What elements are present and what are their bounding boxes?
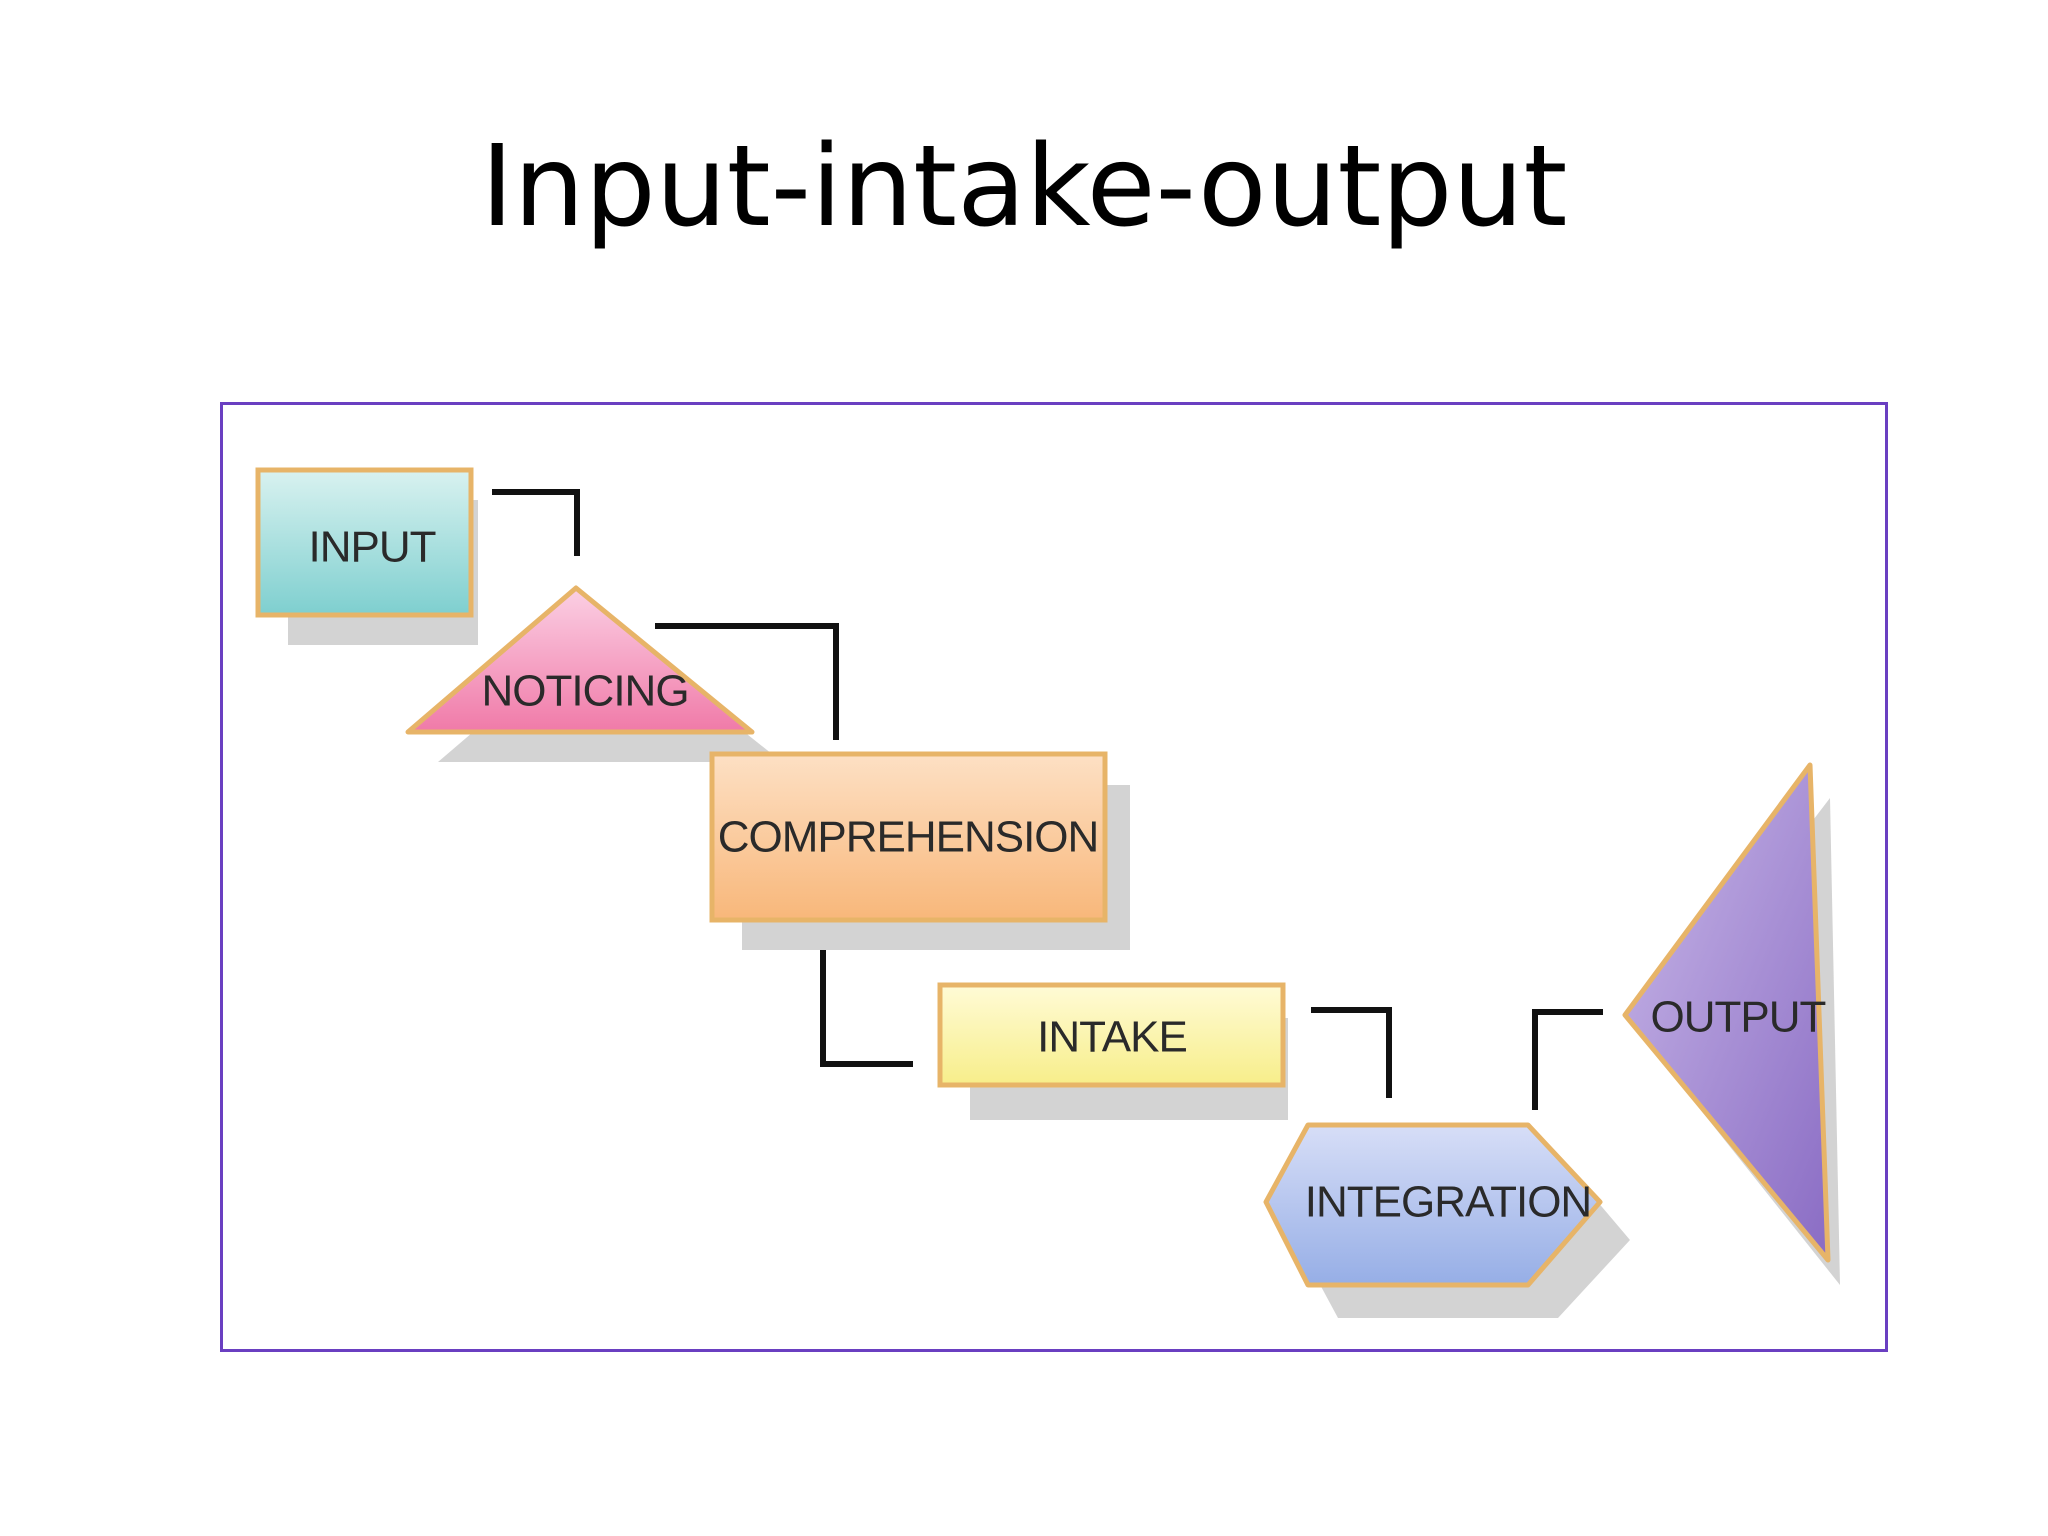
- connector-comprehension-intake: [820, 944, 913, 1067]
- node-intake: INTAKE: [937, 982, 1288, 1120]
- connector-input-noticing: [492, 489, 580, 556]
- node-intake-label: INTAKE: [1037, 1013, 1187, 1062]
- node-noticing-triangle: [405, 585, 755, 735]
- connector-integration-output: [1532, 1009, 1603, 1110]
- node-intake-box: [937, 982, 1286, 1088]
- node-input: INPUT: [255, 467, 478, 645]
- node-integration-label: INTEGRATION: [1305, 1178, 1591, 1227]
- node-noticing-label: NOTICING: [481, 667, 688, 716]
- node-output-label: OUTPUT: [1651, 993, 1826, 1042]
- node-integration: INTEGRATION: [1263, 1122, 1630, 1318]
- node-input-label: INPUT: [309, 523, 436, 572]
- node-input-box: [255, 467, 474, 618]
- node-integration-hexagon: [1263, 1122, 1603, 1288]
- connectors: [492, 489, 1603, 1110]
- node-noticing: NOTICING: [405, 585, 782, 762]
- node-comprehension-box: [709, 751, 1108, 923]
- node-output-triangle: [1622, 762, 1831, 1263]
- node-comprehension-label: COMPREHENSION: [718, 813, 1099, 862]
- node-comprehension: COMPREHENSION: [709, 751, 1130, 950]
- slide-title: Input-intake-output: [480, 122, 1568, 252]
- connector-noticing-comprehension: [655, 623, 839, 740]
- node-output: OUTPUT: [1622, 762, 1840, 1285]
- connector-intake-integration: [1311, 1007, 1392, 1098]
